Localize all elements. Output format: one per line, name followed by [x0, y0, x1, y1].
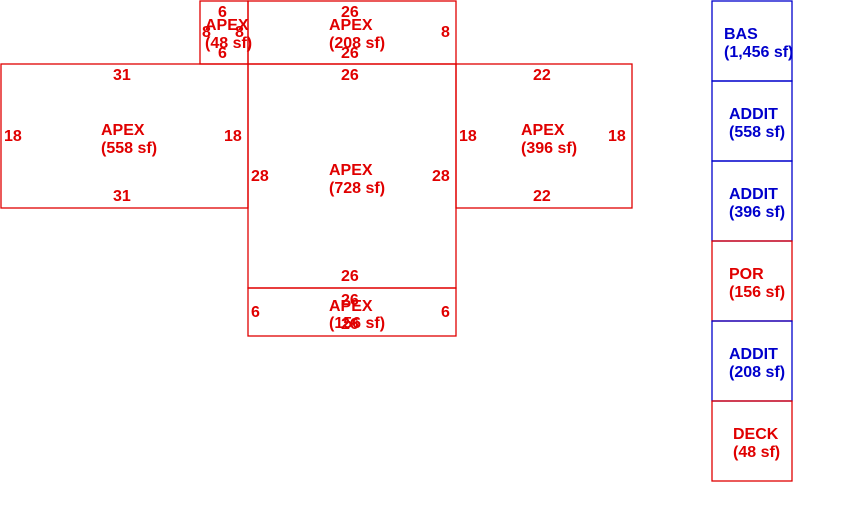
- area-right-wing-sf: (396 sf): [521, 140, 577, 157]
- legend-item-addit-208-name: ADDIT: [729, 346, 778, 363]
- area-upper-dim-right: 8: [441, 24, 450, 41]
- legend-item-addit-396-name: ADDIT: [729, 186, 778, 203]
- area-right-wing-dim-top: 22: [533, 67, 551, 84]
- legend-item-por: POR (156 sf): [711, 240, 793, 322]
- area-porch-dim-bottom: 26: [341, 316, 359, 333]
- area-right-wing: APEX (396 sf) 22 22 18 18: [455, 63, 633, 209]
- area-right-wing-dim-right: 18: [608, 128, 626, 145]
- area-porch-sf: (156 sf): [329, 315, 385, 332]
- area-porch-dim-left: 6: [251, 304, 260, 321]
- legend-item-addit-558-sf: (558 sf): [729, 124, 785, 141]
- area-deck-top-dim-right: 8: [235, 24, 244, 41]
- area-porch-dim-right: 6: [441, 304, 450, 321]
- legend-item-deck-box: [711, 400, 793, 482]
- area-right-wing-name: APEX: [521, 122, 565, 139]
- area-porch: APEX (156 sf) 26 26 6 6: [247, 287, 457, 337]
- area-right-wing-outline: [455, 63, 633, 209]
- area-porch-dim-top: 26: [341, 292, 359, 309]
- area-center-dim-bottom: 26: [341, 268, 359, 285]
- legend-item-addit-558-name: ADDIT: [729, 106, 778, 123]
- area-left-wing: APEX (558 sf) 31 31 18 18: [0, 63, 249, 209]
- legend-item-bas-name: BAS: [724, 26, 758, 43]
- area-upper-name: APEX: [329, 17, 373, 34]
- area-left-wing-dim-left: 18: [4, 128, 22, 145]
- area-center: APEX (728 sf) 26 26 28 28: [247, 63, 457, 289]
- legend-item-addit-396-sf: (396 sf): [729, 204, 785, 221]
- legend-item-por-sf: (156 sf): [729, 284, 785, 301]
- area-upper: APEX (208 sf) 26 26 8: [247, 0, 457, 65]
- legend-item-deck: DECK (48 sf): [711, 400, 793, 482]
- area-porch-name: APEX: [329, 298, 373, 315]
- area-center-sf: (728 sf): [329, 180, 385, 197]
- legend-item-bas: BAS (1,456 sf): [711, 0, 793, 82]
- area-porch-outline: [247, 287, 457, 337]
- area-center-name: APEX: [329, 162, 373, 179]
- area-right-wing-dim-bottom: 22: [533, 188, 551, 205]
- area-deck-top-sf: (48 sf): [205, 35, 252, 52]
- area-upper-dim-top: 26: [341, 4, 359, 21]
- legend-item-addit-208-sf: (208 sf): [729, 364, 785, 381]
- area-deck-top-name: APEX: [205, 17, 249, 34]
- area-deck-top-dim-bottom: 6: [218, 45, 227, 62]
- area-deck-top-dim-top: 6: [218, 4, 227, 21]
- area-left-wing-name: APEX: [101, 122, 145, 139]
- legend-item-por-name: POR: [729, 266, 764, 283]
- area-upper-sf: (208 sf): [329, 35, 385, 52]
- area-deck-top: APEX (48 sf) 6 6 8 8: [199, 0, 252, 65]
- area-left-wing-dim-right: 18: [224, 128, 242, 145]
- area-legend: BAS (1,456 sf) ADDIT (558 sf) ADDIT (396…: [711, 0, 793, 482]
- area-right-wing-dim-left: 18: [459, 128, 477, 145]
- area-center-dim-top: 26: [341, 67, 359, 84]
- area-left-wing-dim-top: 31: [113, 67, 131, 84]
- area-center-dim-right: 28: [432, 168, 450, 185]
- legend-item-bas-sf: (1,456 sf): [724, 44, 793, 61]
- area-deck-top-dim-left: 8: [202, 24, 211, 41]
- legend-item-addit-208: ADDIT (208 sf): [711, 320, 793, 402]
- area-upper-dim-bottom: 26: [341, 45, 359, 62]
- legend-item-deck-sf: (48 sf): [733, 444, 780, 461]
- area-left-wing-sf: (558 sf): [101, 140, 157, 157]
- area-left-wing-dim-bottom: 31: [113, 188, 131, 205]
- legend-item-deck-name: DECK: [733, 426, 779, 443]
- area-center-dim-left: 28: [251, 168, 269, 185]
- legend-item-addit-558: ADDIT (558 sf): [711, 80, 793, 162]
- legend-item-addit-396: ADDIT (396 sf): [711, 160, 793, 242]
